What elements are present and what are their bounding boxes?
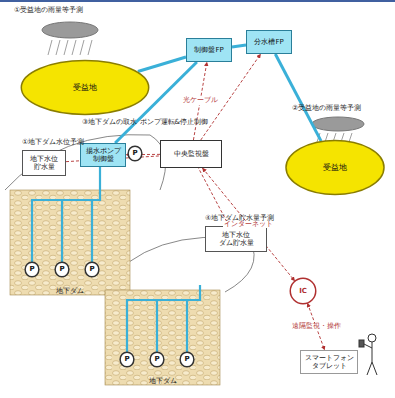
- node-text: 地下ダム: [149, 377, 177, 385]
- pump-symbol: P: [85, 262, 99, 277]
- edge-label: 遠隔監視・操作: [291, 323, 342, 330]
- section-heading: ①受益地の雨量等予測: [14, 6, 83, 14]
- node-text: 制御盤FP: [194, 46, 223, 54]
- section-heading: ①地下ダム水位予測: [22, 138, 84, 146]
- data-box: 地下水位ダム貯水量: [205, 226, 267, 252]
- pump-panel: 揚水ポンプ 制御盤: [80, 143, 126, 167]
- outline: [120, 352, 134, 367]
- outline: [25, 262, 39, 277]
- node-text: 地下水位: [30, 155, 58, 163]
- water-pipe: [232, 45, 246, 47]
- underground-dam: 地下ダム P P P: [10, 190, 130, 295]
- edge-label: インターネット: [223, 221, 274, 228]
- node-text: ダム貯水量: [219, 239, 254, 247]
- outline: [85, 262, 99, 277]
- node-text: P: [132, 149, 137, 157]
- person-figure: [359, 334, 377, 375]
- outline: [21, 61, 148, 115]
- node-text: 中央監視盤: [174, 150, 209, 158]
- control-panel: 制御盤FP: [186, 38, 232, 62]
- data-box: 地下水位貯水量: [22, 150, 66, 176]
- node-text: 揚水ポンプ 制御盤: [81, 147, 125, 163]
- top-rule: [0, 0, 395, 2]
- section-heading: ②受益地の雨量等予測: [292, 104, 361, 112]
- node-text: IC: [299, 287, 307, 295]
- node-text: 地下水位: [222, 231, 250, 239]
- node-text: 受益地: [323, 163, 347, 172]
- node-text: スマートフォン タブレット: [301, 354, 357, 370]
- aquifer-ground: [105, 290, 220, 385]
- control-panel: 分水槽FP: [246, 30, 292, 54]
- node-text: P: [184, 355, 189, 363]
- outline: [55, 262, 69, 277]
- outline: [150, 352, 164, 367]
- benefit-area: 受益地: [20, 60, 150, 115]
- outline: [180, 352, 194, 367]
- section-heading: ③地下ダムの取水 ポンプ運転&停止制御: [82, 118, 208, 126]
- outline: [290, 278, 315, 303]
- node-text: 受益地: [73, 83, 97, 92]
- pump-symbol: P: [128, 146, 142, 161]
- pump-symbol: P: [25, 262, 39, 277]
- pump-symbol: P: [55, 262, 69, 277]
- internet-cloud: IC: [290, 278, 316, 304]
- node-text: 分水槽FP: [254, 38, 283, 46]
- terrain-outline: [5, 135, 166, 190]
- pump-symbol: P: [180, 352, 194, 367]
- device-box: スマートフォン タブレット: [300, 350, 358, 374]
- well-pipe: [32, 165, 200, 352]
- rain-cloud: [42, 22, 98, 55]
- aquifer-ground: [10, 190, 130, 295]
- node-text: P: [89, 265, 94, 273]
- benefit-area: 受益地: [285, 140, 385, 195]
- node-text: P: [29, 265, 34, 273]
- pump-symbol: P: [120, 352, 134, 367]
- node-text: 貯水量: [34, 163, 55, 171]
- central-monitor: 中央監視盤: [160, 140, 222, 168]
- pump-symbol: P: [150, 352, 164, 367]
- edge-label: 光ケーブル: [182, 97, 219, 104]
- node-text: P: [124, 355, 129, 363]
- node-text: P: [154, 355, 159, 363]
- underground-dam: 地下ダム P P P: [105, 290, 220, 385]
- outline: [286, 141, 384, 195]
- signal-line: [202, 168, 294, 281]
- node-text: 地下ダム: [56, 287, 84, 295]
- water-pipe: [138, 57, 186, 72]
- outline: [128, 146, 142, 161]
- water-pipe: [275, 54, 321, 141]
- node-text: P: [59, 265, 64, 273]
